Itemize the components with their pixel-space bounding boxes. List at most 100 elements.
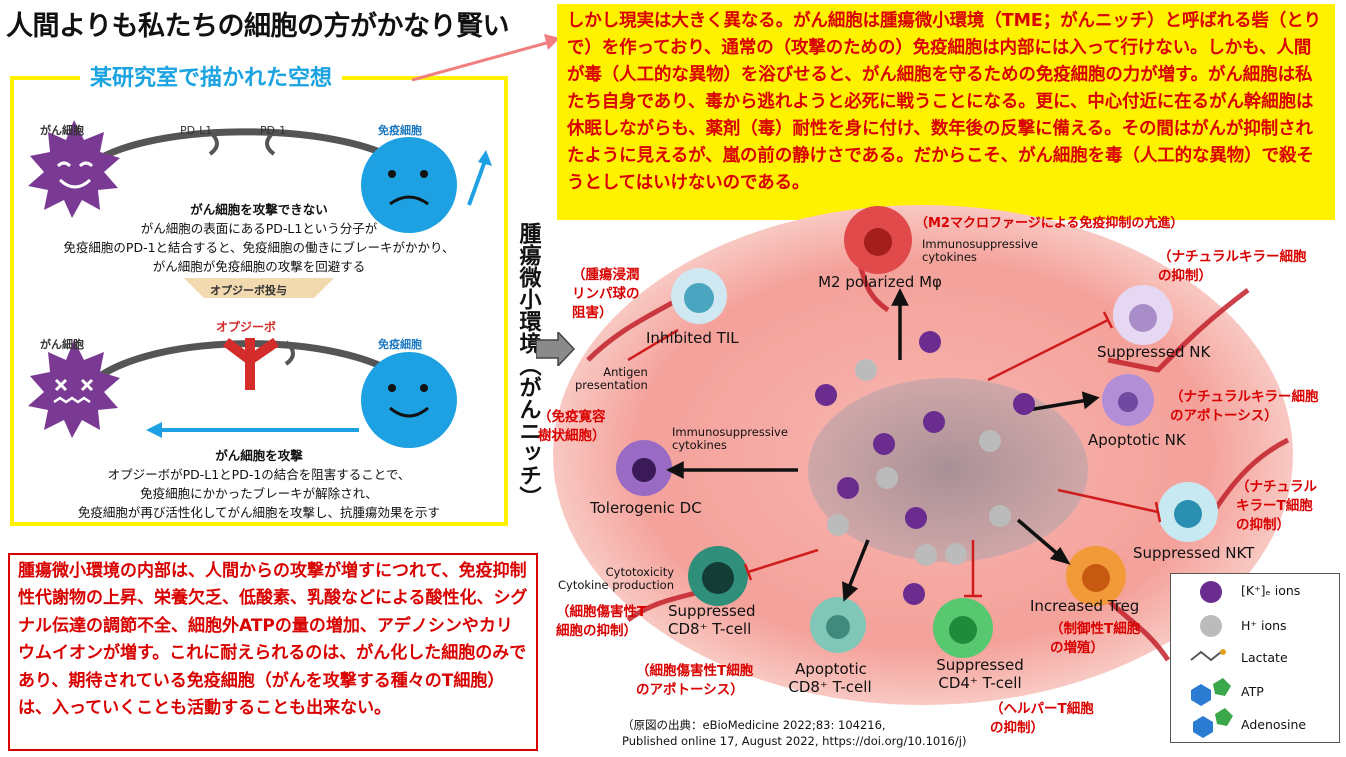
- suppressed-nk-icon: [1113, 285, 1173, 345]
- cancer-cell-defeated-icon: [28, 340, 120, 438]
- apoptotic-nk-label: Apoptotic NK: [1088, 431, 1186, 449]
- legend-atp-label: ATP: [1241, 684, 1264, 699]
- m2-label: M2 polarized Mφ: [818, 273, 942, 291]
- potassium-ion-icon: [1013, 393, 1035, 415]
- opdivo-label: オプジーボ: [216, 320, 277, 334]
- cancer-cell-smiling-icon: [28, 120, 120, 218]
- legend-k-label: [K⁺]ₑ ions: [1241, 583, 1301, 598]
- hydrogen-ion-icon: [915, 544, 937, 566]
- apoptotic-cd8-jp-label: （細胞傷害性T細胞 のアポトーシス）: [636, 663, 754, 698]
- cd8-label-2: CD8⁺ T-cell: [668, 620, 752, 638]
- suppressed-cd4-icon: [933, 598, 993, 658]
- potassium-ion-icon: [903, 583, 925, 605]
- opdivo-dose-label: オプジーボ投与: [210, 284, 287, 297]
- legend-lactate-label: Lactate: [1241, 650, 1288, 665]
- potassium-ion-icon: [919, 331, 941, 353]
- tolerogenic-dc-icon: [616, 440, 672, 496]
- potassium-ion-icon: [873, 433, 895, 455]
- legend: [K⁺]ₑ ions H⁺ ions Lactate ATP Adenosine: [1170, 573, 1340, 743]
- apoptotic-nk-jp-label: （ナチュラルキラー細胞 のアポトーシス）: [1170, 389, 1319, 424]
- cd8-jp-label: （細胞傷害性T 細胞の抑制）: [556, 604, 647, 639]
- hydrogen-ion-icon: [876, 467, 898, 489]
- m2-macrophage-icon: [844, 206, 912, 274]
- hydrogen-ion-icon: [945, 543, 967, 565]
- nkt-jp-label: （ナチュラル キラーT細胞 の抑制）: [1236, 479, 1317, 533]
- top-caption-heading: がん細胞を攻撃できない: [190, 202, 328, 217]
- m2-cytokines-label: Immunosuppressive cytokines: [922, 237, 1038, 264]
- source-line-1: （原図の出典：eBioMedicine 2022;83: 104216,: [622, 718, 886, 732]
- opdivo-antibody-icon: [223, 337, 279, 390]
- ions-layer: [815, 331, 1035, 605]
- legend-atp-icon: [1191, 678, 1231, 706]
- bottom-caption-line-1: オプジーボがPD-L1とPD-1の結合を阻害することで、: [107, 467, 411, 482]
- top-caption-line-3: がん細胞が免疫細胞の攻撃を回避する: [152, 259, 366, 274]
- hydrogen-ion-icon: [989, 505, 1011, 527]
- nk-label: Suppressed NK: [1097, 343, 1211, 361]
- source-line-2: Published online 17, August 2022, https:…: [622, 734, 967, 748]
- cd8-label-1: Suppressed: [668, 602, 756, 620]
- immune-cell-label-2: 免疫細胞: [378, 338, 422, 351]
- hydrogen-ion-icon: [855, 359, 877, 381]
- bottom-caption-line-3: 免疫細胞が再び活性化してがん細胞を攻撃し、抗腫瘍効果を示す: [77, 505, 441, 520]
- pdl1-label: PD-L1: [180, 124, 213, 137]
- top-caption-line-1: がん細胞の表面にあるPD-L1という分子が: [140, 221, 378, 236]
- cd4-label-2: CD4⁺ T-cell: [938, 674, 1022, 692]
- page-title: 人間よりも私たちの細胞の方がかなり賢い: [6, 11, 509, 42]
- cancer-cell-label: がん細胞: [40, 124, 84, 137]
- inhibited-til-icon: [671, 268, 727, 324]
- cd4-jp-label: （ヘルパーT細胞 の抑制）: [990, 701, 1094, 736]
- suppressed-nkt-icon: [1158, 482, 1218, 542]
- potassium-ion-icon: [905, 507, 927, 529]
- tme-vertical-text: 腫瘍微小環境（がんニッチ）: [515, 222, 541, 508]
- antigen-presentation-label: Antigen presentation: [575, 365, 648, 392]
- potassium-ion-icon: [923, 411, 945, 433]
- tme-vertical-label: 腫瘍微小環境（がんニッチ）: [508, 222, 548, 514]
- immune-cell-sad-icon: [361, 137, 492, 233]
- connector-arrow: [411, 34, 560, 82]
- dc-label: Tolerogenic DC: [590, 499, 702, 517]
- legend-adenosine-icon: [1193, 708, 1233, 738]
- apoptotic-nk-icon: [1102, 374, 1154, 426]
- hydrogen-ion-icon: [979, 430, 1001, 452]
- explanation-box-bottom: 腫瘍微小環境の内部は、人間からの攻撃が増すにつれて、免疫抑制性代謝物の上昇、栄養…: [8, 553, 538, 751]
- hydrogen-ion-icon: [827, 514, 849, 536]
- nkt-label: Suppressed NKT: [1133, 544, 1255, 562]
- immune-cell-happy-icon: [361, 352, 457, 448]
- legend-h-label: H⁺ ions: [1241, 618, 1287, 633]
- legend-icons: [1190, 581, 1233, 738]
- gray-arrow-icon: [536, 332, 576, 366]
- lab-panel-title: 某研究室で描かれた空想: [80, 58, 343, 94]
- m2-jp-label: （M2マクロファージによる免疫抑制の亢進）: [915, 216, 1184, 231]
- cancer-cell-label-2: がん細胞: [40, 338, 84, 351]
- potassium-ion-icon: [815, 384, 837, 406]
- lab-illustration-panel: がん細胞 免疫細胞 PD-L1 PD-1 がん細胞を攻撃できない がん細胞の表面…: [10, 76, 508, 526]
- apoptotic-cd8-label-2: CD8⁺ T-cell: [788, 678, 872, 696]
- tumor-microenvironment-diagram: [553, 205, 1293, 705]
- til-label: Inhibited TIL: [646, 329, 739, 347]
- suppressed-cd8-icon: [688, 546, 748, 606]
- immune-cell-label: 免疫細胞: [378, 124, 422, 137]
- bottom-caption-heading: がん細胞を攻撃: [215, 448, 303, 463]
- top-caption-line-2: 免疫細胞のPD-1と結合すると、免疫細胞の働きにブレーキがかかり、: [63, 240, 455, 255]
- source-citation: （原図の出典：eBioMedicine 2022;83: 104216, Pub…: [622, 717, 966, 749]
- treg-label: Increased Treg: [1030, 597, 1140, 615]
- dc-jp-label: （免疫寛容 樹状細胞）: [538, 409, 606, 444]
- til-jp-label: （腫瘍浸潤 リンパ球の 阻害）: [572, 267, 640, 321]
- apoptotic-cd8-label-1: Apoptotic: [795, 660, 867, 678]
- pd1-label: PD-1: [260, 124, 287, 137]
- treg-jp-label: （制御性T細胞 の増殖）: [1050, 621, 1141, 656]
- increased-treg-icon: [1066, 546, 1126, 606]
- dc-cytokines-label: Immunosuppressive cytokines: [672, 425, 788, 452]
- cd8-function-label: Cytotoxicity Cytokine production: [558, 565, 675, 592]
- legend-potassium-icon: [1200, 581, 1222, 603]
- legend-hydrogen-icon: [1200, 615, 1222, 637]
- nk-jp-label: （ナチュラルキラー細胞 の抑制）: [1158, 249, 1307, 284]
- legend-adenosine-label: Adenosine: [1241, 717, 1307, 732]
- legend-lactate-icon: [1190, 649, 1226, 662]
- explanation-box-top: しかし現実は大きく異なる。がん細胞は腫瘍微小環境（TME；がんニッチ）と呼ばれる…: [557, 4, 1335, 220]
- apoptotic-cd8-icon: [810, 597, 866, 653]
- bottom-caption-line-2: 免疫細胞にかかったブレーキが解除され、: [140, 486, 378, 501]
- opdivo-mechanism-illustration: [28, 120, 492, 448]
- potassium-ion-icon: [837, 477, 859, 499]
- cd4-label-1: Suppressed: [936, 656, 1024, 674]
